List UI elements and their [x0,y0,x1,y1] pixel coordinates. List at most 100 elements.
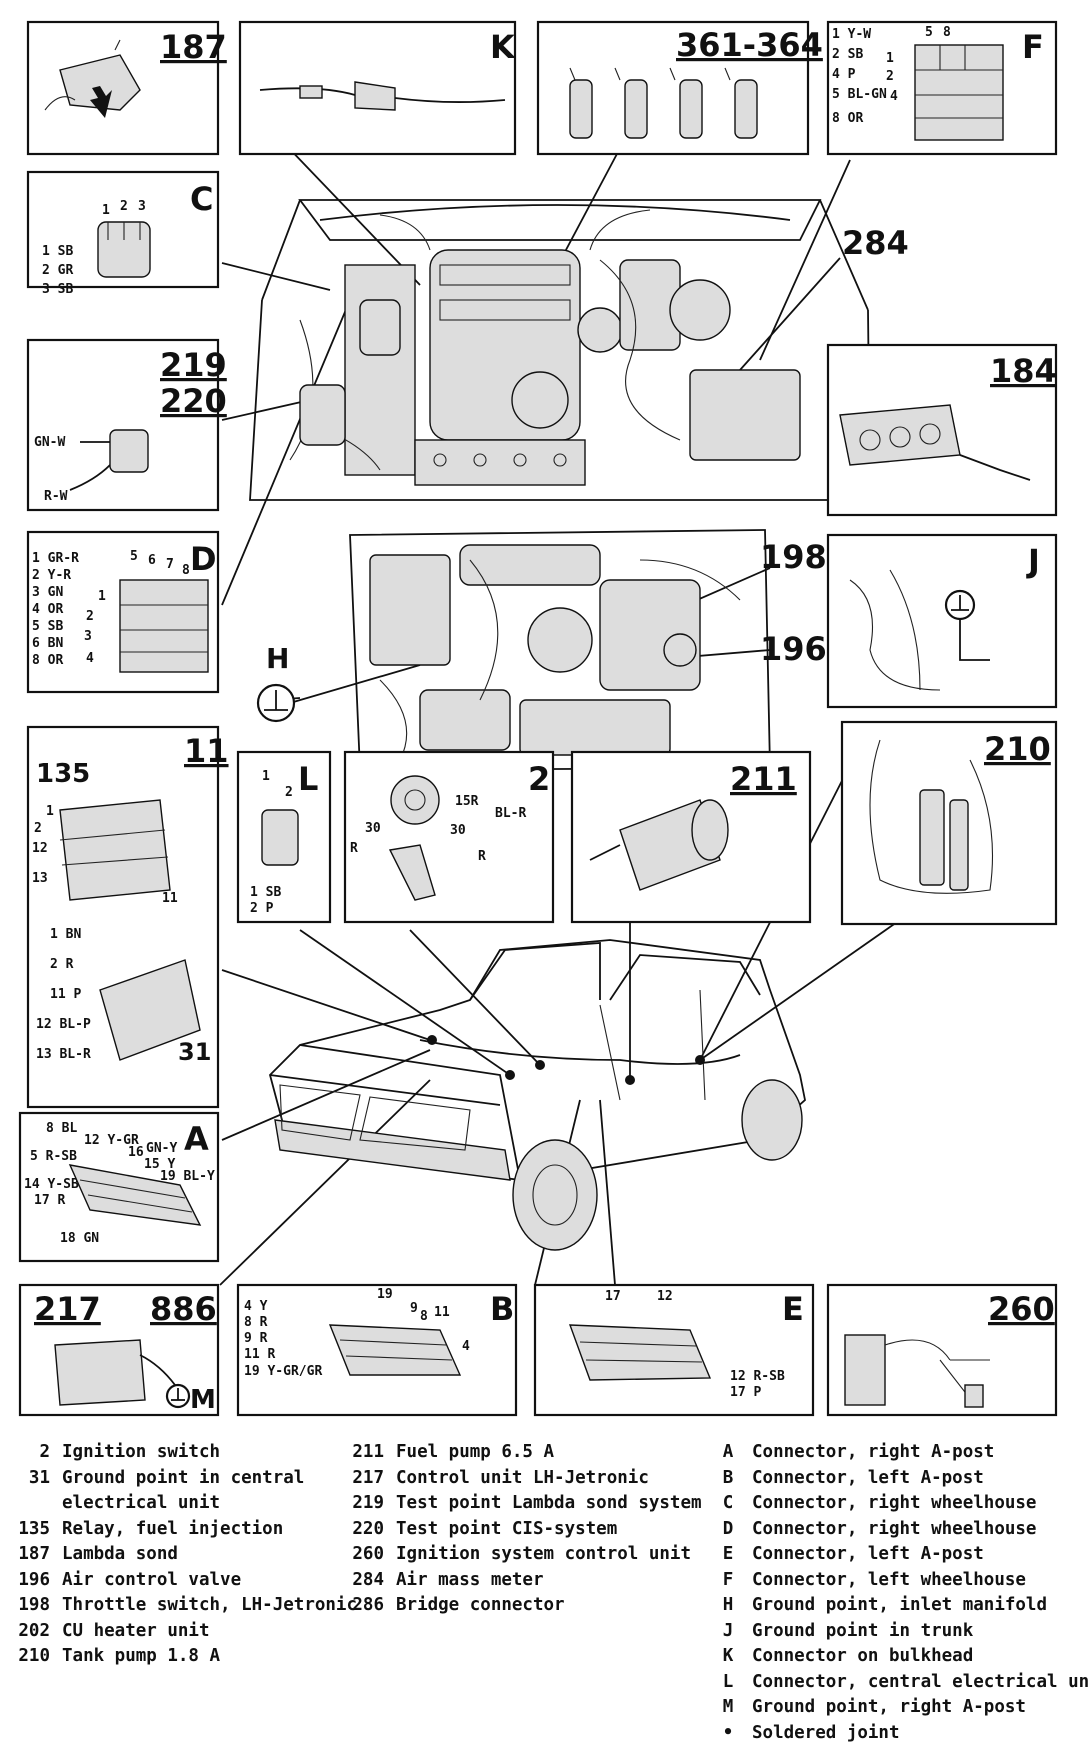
legend-entry: •Soldered joint [716,1721,1088,1747]
legend-entry-text: Connector, left A-post [752,1467,984,1488]
panel-D: D 1 GR-R 2 Y-R 3 GN 4 OR 5 SB 6 BN 8 OR … [26,530,220,694]
panel-B-pin: 11 [434,1305,450,1320]
legend-entry-text: Tank pump 1.8 A [62,1646,221,1666]
legend-entry-text: Relay, fuel injection [62,1518,284,1539]
inlet-manifold-illustration [349,529,771,771]
panel-C-pin: 1 [102,203,110,218]
legend-entry-text: Ignition switch [62,1442,221,1462]
legend-entry-number: 220 [352,1518,384,1539]
legend-entry-text: Air mass meter [396,1569,544,1590]
panel-B-wire: 19 Y-GR/GR [244,1364,322,1379]
legend-entry-text: Test point Lambda sond system [396,1493,702,1513]
legend-entry-text: Ground point, right A-post [752,1697,1026,1717]
panel-B-wire: 4 Y [244,1299,268,1314]
panel-11-label-135: 135 [36,759,90,789]
panel-C-wire: 1 SB [42,244,73,259]
panel-361-title: 361-364 [676,26,823,64]
panel-K: K [238,20,517,156]
legend-entry-text: Fuel pump 6.5 A [396,1442,555,1462]
legend-entry-number: 260 [352,1544,384,1564]
panel-11-wire: 13 BL-R [36,1047,91,1062]
panel-184-title: 184 [990,352,1057,390]
legend-entry-number: 187 [18,1544,50,1564]
panel-2-label: BL-R [495,806,526,821]
legend-entry-text: Ground point in trunk [752,1620,974,1641]
panel-F-pin: 2 [886,69,894,84]
legend-entry-text: Connector, right A-post [752,1442,995,1462]
legend-entry-text: CU heater unit [62,1620,210,1641]
legend-entry-text: Lambda sond [62,1544,178,1564]
legend-entry-text: Bridge connector [396,1595,565,1615]
legend-entry-number: 31 [28,1467,50,1488]
callout-284: 284 [842,224,909,262]
legend-entry-text: Connector, central electrical unit [752,1671,1088,1692]
panel-D-pin: 5 [130,549,138,564]
panel-D-wire: 4 OR [32,602,63,617]
legend-entry-number: 2 [39,1442,50,1462]
legend-entry-number: 135 [18,1518,50,1539]
panel-L-pin: 2 [285,785,293,800]
panel-C-title: C [190,180,213,218]
panel-F-pin: 1 [886,51,894,66]
legend-entry-number: 211 [352,1442,384,1462]
legend-entry-text: Connector, left wheelhouse [752,1569,1026,1590]
panel-C-wire: 2 GR [42,263,73,278]
panel-A-title: A [184,1120,209,1158]
panel-260-title: 260 [988,1290,1055,1328]
wiring-diagram: 284 198 196 H 187 K 361-364 [18,20,1058,1417]
legend-entry-text: Test point CIS-system [396,1518,618,1539]
panel-F: F 1 Y-W 2 SB 4 P 5 BL-GN 8 OR 5 8 1 2 4 [826,20,1058,156]
legend-entry: 135 Relay, fuel injection [8,1517,357,1543]
panel-D-pin: 6 [148,553,156,568]
panel-D-pin: 1 [98,589,106,604]
panel-B-pin: 4 [462,1339,470,1354]
legend-entry-number: 196 [18,1569,50,1590]
panel-B-wire: 8 R [244,1315,268,1330]
panel-B-title: B [490,1290,514,1328]
callout-196: 196 [760,630,827,668]
legend-entry: C Connector, right wheelhouse [716,1491,1088,1517]
panel-11-wire: 2 R [50,957,74,972]
legend-entry-number: 219 [352,1493,384,1513]
panel-B-pin: 9 [410,1301,418,1316]
panel-D-wire: 3 GN [32,585,63,600]
legend-entry-text: Connector, right wheelhouse [752,1493,1037,1513]
legend-entry-number: B [722,1467,734,1488]
panel-2-label: 30 [450,823,466,838]
legend-entry-number: D [722,1518,734,1539]
panel-11-pin: 11 [162,891,178,906]
panel-219-220: 219 220 GN-W R-W [26,338,227,512]
panel-217-886: 217 886 M [18,1283,220,1417]
panel-211-title: 211 [730,760,797,798]
panel-219-wire-1: GN-W [34,435,65,450]
panel-A-label: 19 BL-Y [160,1169,215,1184]
legend-entry: 2 Ignition switch [8,1440,357,1466]
panel-A-label: 15 Y [144,1157,175,1172]
panel-11-title: 11 [184,732,229,770]
legend-entry-number: F [722,1569,734,1590]
legend-entry-text: Connector on bulkhead [752,1646,974,1666]
legend-entry: 211 Fuel pump 6.5 A [336,1440,702,1466]
panel-C: C 1 SB 2 GR 3 SB 1 2 3 [26,170,220,297]
legend-entry-number: J [722,1620,734,1641]
panel-211: 211 [570,750,812,924]
panel-11: 11 135 1 2 12 13 11 1 BN 2 R 11 P 12 BL-… [26,725,229,1109]
panel-D-wire: 6 BN [32,636,63,651]
panel-A-label: GN-Y [146,1141,177,1156]
panel-E: E 17 12 12 R-SB 17 P [533,1283,815,1417]
panel-219-wire-2: R-W [44,489,68,504]
panel-F-wire: 1 Y-W [832,27,871,42]
panel-2-label: 15R [455,794,479,809]
legend-entry-text: Air control valve [62,1569,242,1590]
legend-entry-number [8,1491,62,1517]
legend-entry-number: C [722,1493,734,1513]
panel-210-title: 210 [984,730,1051,768]
panel-260: 260 [826,1283,1058,1417]
panel-E-pin: 17 [605,1289,621,1304]
